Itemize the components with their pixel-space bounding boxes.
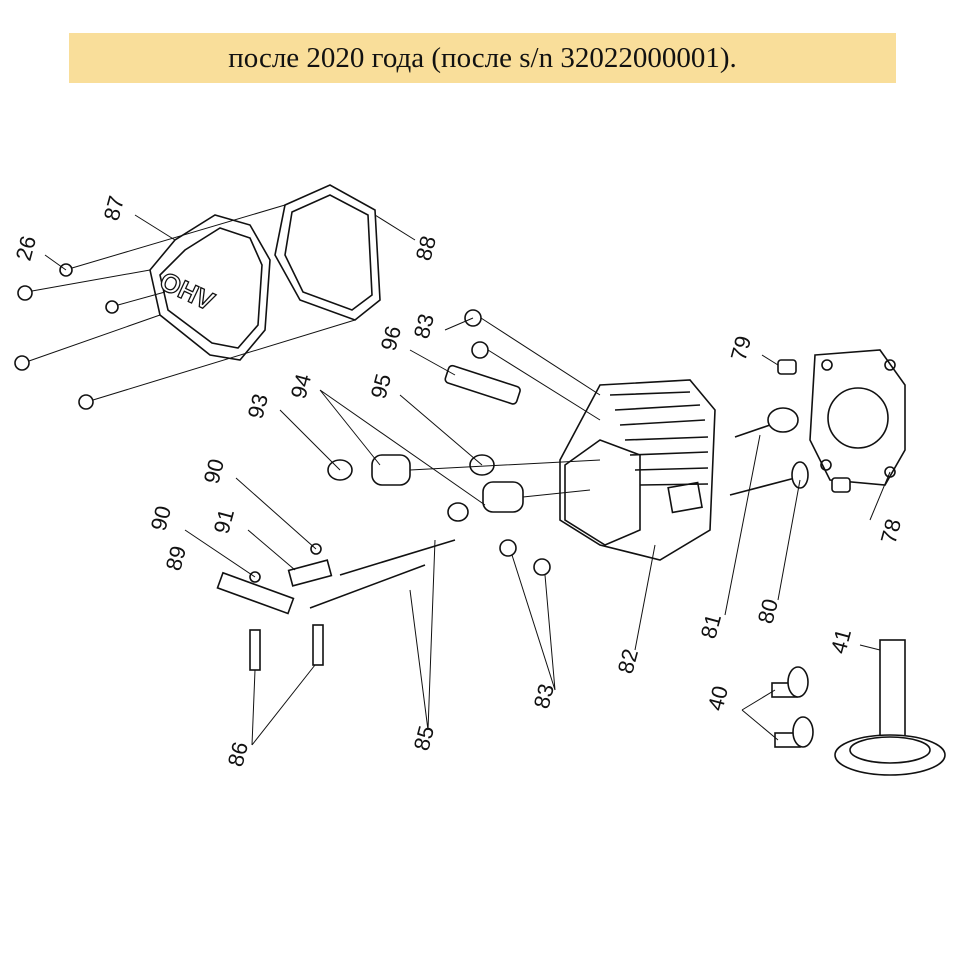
callout-81: 81 [696, 611, 726, 641]
callout-90: 90 [146, 503, 176, 533]
callout-90: 90 [199, 456, 229, 486]
callout-87: 87 [99, 193, 129, 223]
dowel-pin-78 [831, 477, 851, 493]
callout-96: 96 [376, 323, 406, 353]
camshaft [834, 639, 946, 776]
spark-plug [444, 364, 521, 405]
callout-86: 86 [223, 739, 253, 769]
tappets [771, 666, 814, 748]
callout-41: 41 [826, 626, 856, 656]
header-text: после 2020 года (после s/n 32022000001). [228, 41, 737, 74]
cover-bolts [14, 204, 356, 410]
valve-springs [327, 454, 601, 522]
valves [729, 407, 809, 496]
callout-26: 26 [11, 233, 41, 263]
callout-79: 79 [726, 333, 756, 363]
callout-95: 95 [366, 371, 396, 401]
callout-82: 82 [613, 646, 643, 676]
callout-89: 89 [161, 543, 191, 573]
callout-85: 85 [409, 723, 439, 753]
callout-40: 40 [703, 683, 733, 713]
head-gasket [809, 349, 906, 486]
callout-78: 78 [876, 516, 906, 546]
header-banner: после 2020 года (после s/n 32022000001). [69, 33, 896, 83]
callout-80: 80 [753, 596, 783, 626]
cover-gasket [274, 184, 381, 321]
callout-94: 94 [286, 371, 316, 401]
valve-cover: OHV [149, 214, 271, 361]
cylinder-head [559, 379, 716, 561]
callout-88: 88 [411, 233, 441, 263]
callout-91: 91 [209, 506, 239, 536]
rocker-assembly [216, 539, 456, 671]
dowel-pin-79 [777, 359, 797, 375]
callout-93: 93 [243, 391, 273, 421]
leader-lines [44, 214, 891, 746]
callout-83: 83 [409, 311, 439, 341]
